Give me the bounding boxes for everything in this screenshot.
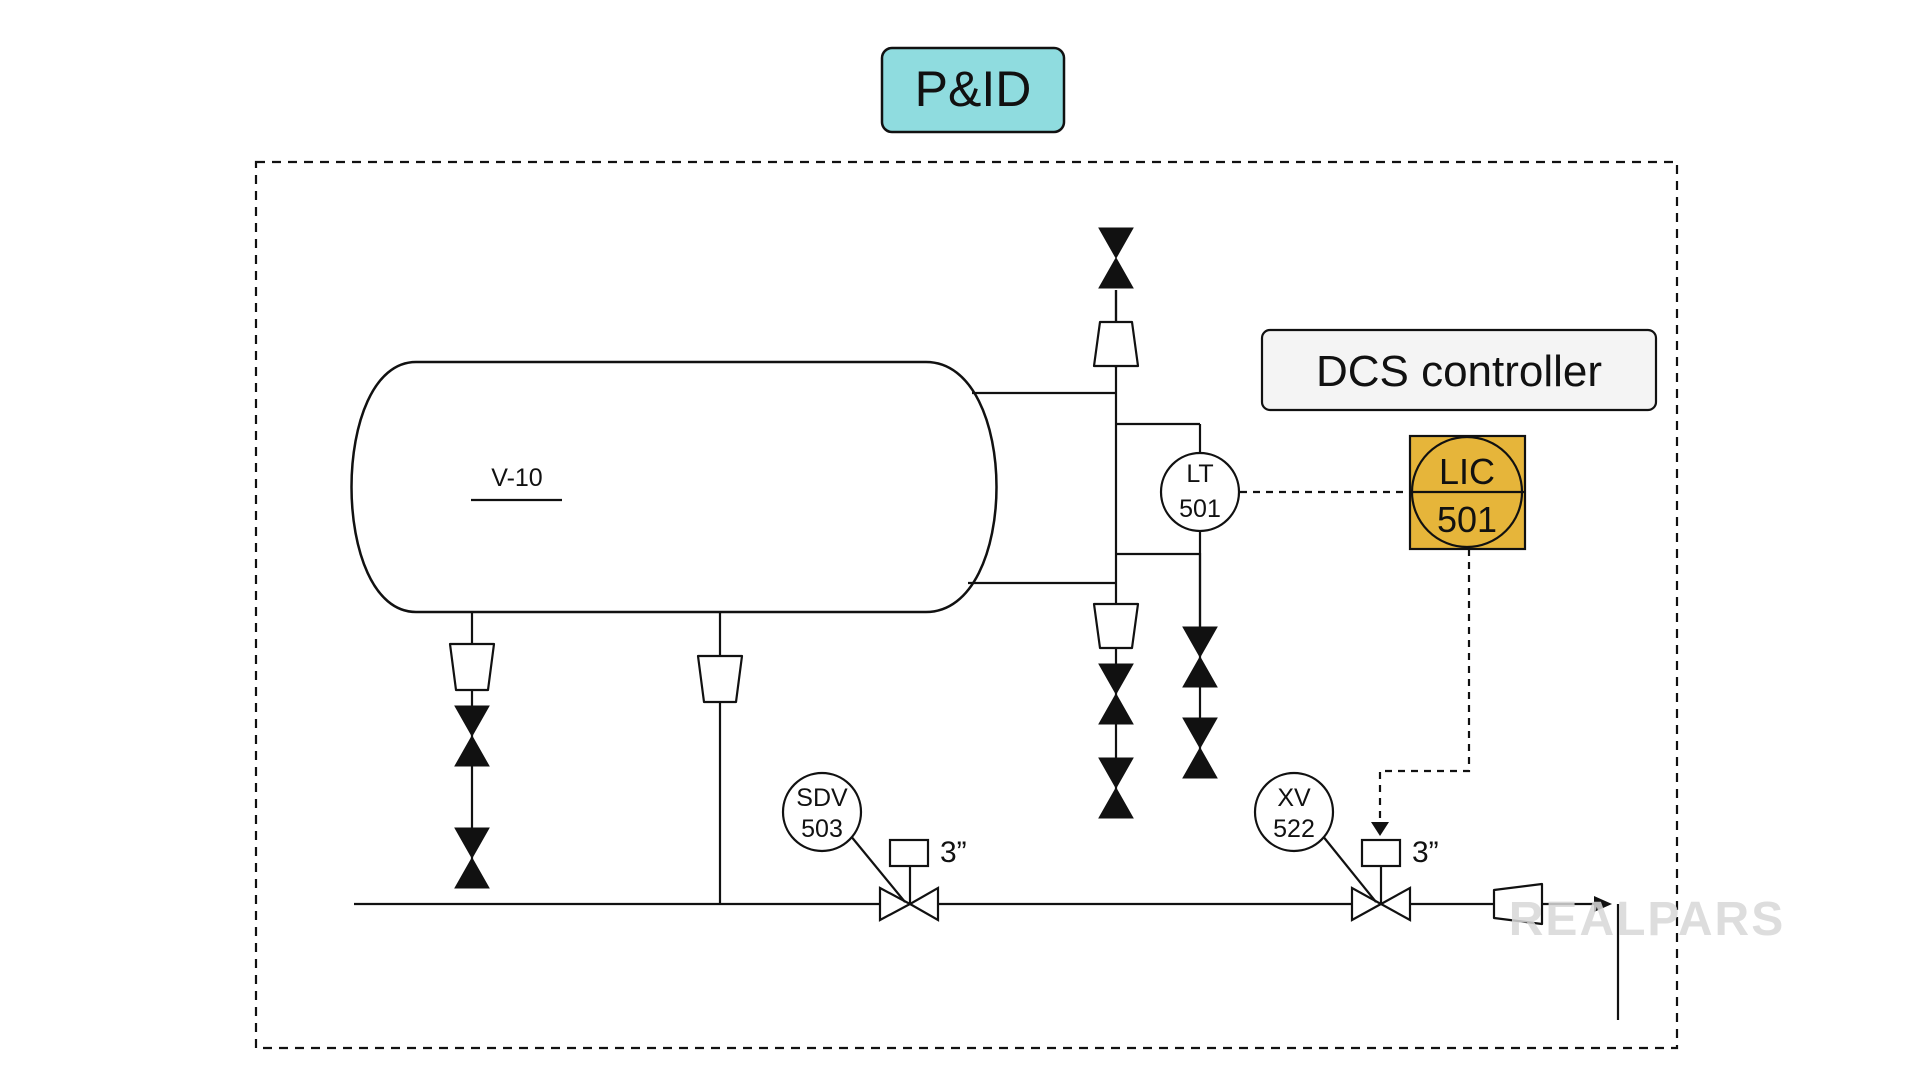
vessel-tag: V-10 <box>491 464 542 492</box>
left-drain-valve-2 <box>454 827 490 889</box>
xv-size: 3” <box>1412 836 1439 869</box>
xv-tag-top: XV <box>1277 784 1311 812</box>
lic-tag-top: LIC <box>1439 451 1495 492</box>
drain-valve-1 <box>1098 663 1134 725</box>
left-drain-valve-1 <box>454 705 490 767</box>
sdv-tag-top: SDV <box>796 784 848 812</box>
lt-drain-valve-2 <box>1182 717 1218 779</box>
header-drain <box>1092 602 1140 819</box>
drain-reducer <box>1092 602 1140 650</box>
flow-arrow <box>1594 896 1612 912</box>
vessel-outlet <box>696 612 744 904</box>
main-outlet-line <box>354 882 1620 1020</box>
sdv-size: 3” <box>940 836 967 869</box>
outlet-reducer <box>696 654 744 704</box>
level-bridle <box>968 290 1202 627</box>
sdv-bubble <box>781 771 863 853</box>
sdv-actuator <box>888 838 930 868</box>
outlet-line-reducer <box>1492 882 1544 926</box>
lt-tag-bottom: 501 <box>1179 495 1221 523</box>
level-transmitter-lt501: LT 501 <box>1159 451 1241 533</box>
sdv-tag-bottom: 503 <box>801 815 843 843</box>
left-drain-reducer <box>448 642 496 692</box>
control-valve-xv522: XV 522 3” <box>1253 771 1439 922</box>
page-title: P&ID <box>915 61 1032 117</box>
top-vent <box>1092 227 1140 368</box>
xv-tag-bottom: 522 <box>1273 815 1315 843</box>
vessel-drain-left <box>448 612 496 889</box>
signal-arrowhead <box>1371 822 1389 836</box>
controller-label: DCS controller <box>1316 347 1602 396</box>
lic-xv-signal <box>1378 549 1471 828</box>
lt-drain <box>1182 553 1218 779</box>
lt-drain-valve-1 <box>1182 626 1218 688</box>
vessel-v10: V-10 <box>350 360 998 614</box>
shutdown-valve-sdv503: SDV 503 3” <box>781 771 967 922</box>
lic-tag-bottom: 501 <box>1437 499 1497 540</box>
realpars-watermark: REALPARS <box>1509 893 1785 946</box>
xv-actuator <box>1360 838 1402 868</box>
diagram-boundary <box>254 160 1679 1050</box>
lt-tag-top: LT <box>1186 460 1213 488</box>
top-reducer <box>1092 320 1140 368</box>
dcs-controller-box: DCS controller <box>1260 328 1658 412</box>
xv-bubble <box>1253 771 1335 853</box>
top-vent-valve <box>1098 227 1134 289</box>
title-box: P&ID <box>880 46 1066 134</box>
level-controller-lic501: LIC 501 <box>1408 434 1527 551</box>
drain-valve-2 <box>1098 757 1134 819</box>
